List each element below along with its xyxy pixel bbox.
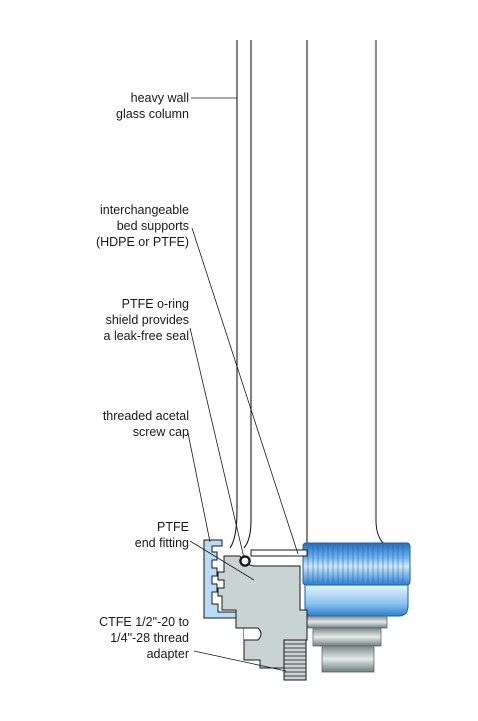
label-oring-line2: shield provides bbox=[105, 313, 189, 327]
screw-cap-exterior bbox=[302, 542, 411, 617]
label-bed-supports: interchangeable bed supports (HDPE or PT… bbox=[96, 202, 189, 250]
label-screw-cap: threaded acetal screw cap bbox=[103, 408, 189, 440]
label-adapter-line3: adapter bbox=[146, 647, 189, 661]
label-oring: PTFE o-ring shield provides a leak-free … bbox=[104, 296, 189, 344]
o-ring bbox=[239, 555, 251, 567]
label-glass-column: heavy wall glass column bbox=[116, 90, 189, 122]
thread-adapter bbox=[283, 639, 307, 681]
glass-column-exterior bbox=[306, 40, 387, 546]
label-oring-line1: PTFE o-ring bbox=[121, 297, 189, 311]
end-fitting-exterior bbox=[306, 615, 388, 673]
label-bed-supports-line3: (HDPE or PTFE) bbox=[95, 235, 189, 249]
label-bed-supports-line1: interchangeable bbox=[100, 203, 189, 217]
label-bed-supports-line2: bed supports bbox=[116, 219, 189, 233]
leader-lines bbox=[187, 97, 299, 672]
label-screw-cap-line1: threaded acetal bbox=[102, 409, 189, 423]
bed-support bbox=[250, 549, 308, 557]
glass-wall-section bbox=[229, 40, 308, 560]
label-adapter-line2: 1/4"-28 thread bbox=[110, 631, 189, 645]
label-adapter-line1: CTFE 1/2"-20 to bbox=[99, 615, 189, 629]
label-end-fitting: PTFE end fitting bbox=[135, 519, 189, 551]
label-glass-column-line2: glass column bbox=[116, 107, 189, 121]
label-end-fitting-line2: end fitting bbox=[134, 536, 189, 550]
label-oring-line3: a leak-free seal bbox=[103, 329, 189, 343]
label-end-fitting-line1: PTFE bbox=[157, 520, 189, 534]
screw-cap-section bbox=[203, 539, 237, 619]
label-glass-column-line1: heavy wall bbox=[130, 91, 189, 105]
label-adapter: CTFE 1/2"-20 to 1/4"-28 thread adapter bbox=[99, 614, 189, 662]
label-screw-cap-line2: screw cap bbox=[132, 425, 189, 439]
